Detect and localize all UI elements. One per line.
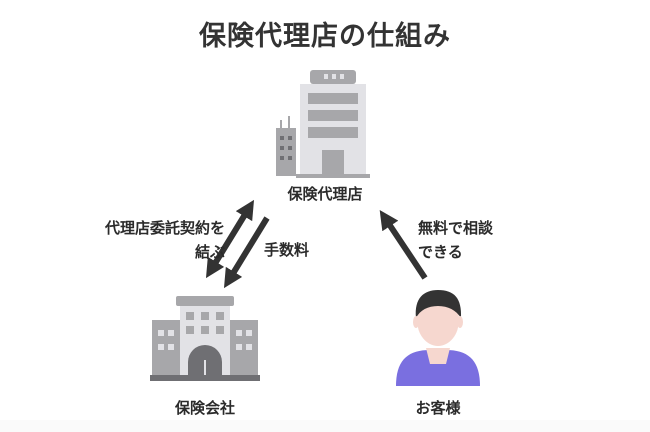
edge-label-contract: 代理店委託契約を 結ぶ [40,216,225,264]
node-label-agency: 保険代理店 [287,185,363,203]
edge-label-contract-line1: 代理店委託契約を [104,219,225,237]
node-label-customer: お客様 [415,399,461,417]
edge-label-commission: 手数料 [264,241,310,259]
commission-arrow [223,216,270,289]
edge-label-contract-line2: 結ぶ [194,243,225,261]
consult-arrow [379,210,428,280]
bottom-band [0,420,650,432]
diagram-title: 保険代理店の仕組み [199,21,451,52]
person-avatar-icon [396,290,480,386]
node-label-company: 保険会社 [174,399,235,417]
edge-label-consult: 無料で相談 できる [418,216,493,264]
contract-arrow [205,199,255,279]
insurance-company-building-icon [150,296,260,381]
edge-label-consult-line1: 無料で相談 [418,219,494,237]
edge-label-consult-line2: できる [418,243,463,261]
office-building-icon [276,70,370,178]
